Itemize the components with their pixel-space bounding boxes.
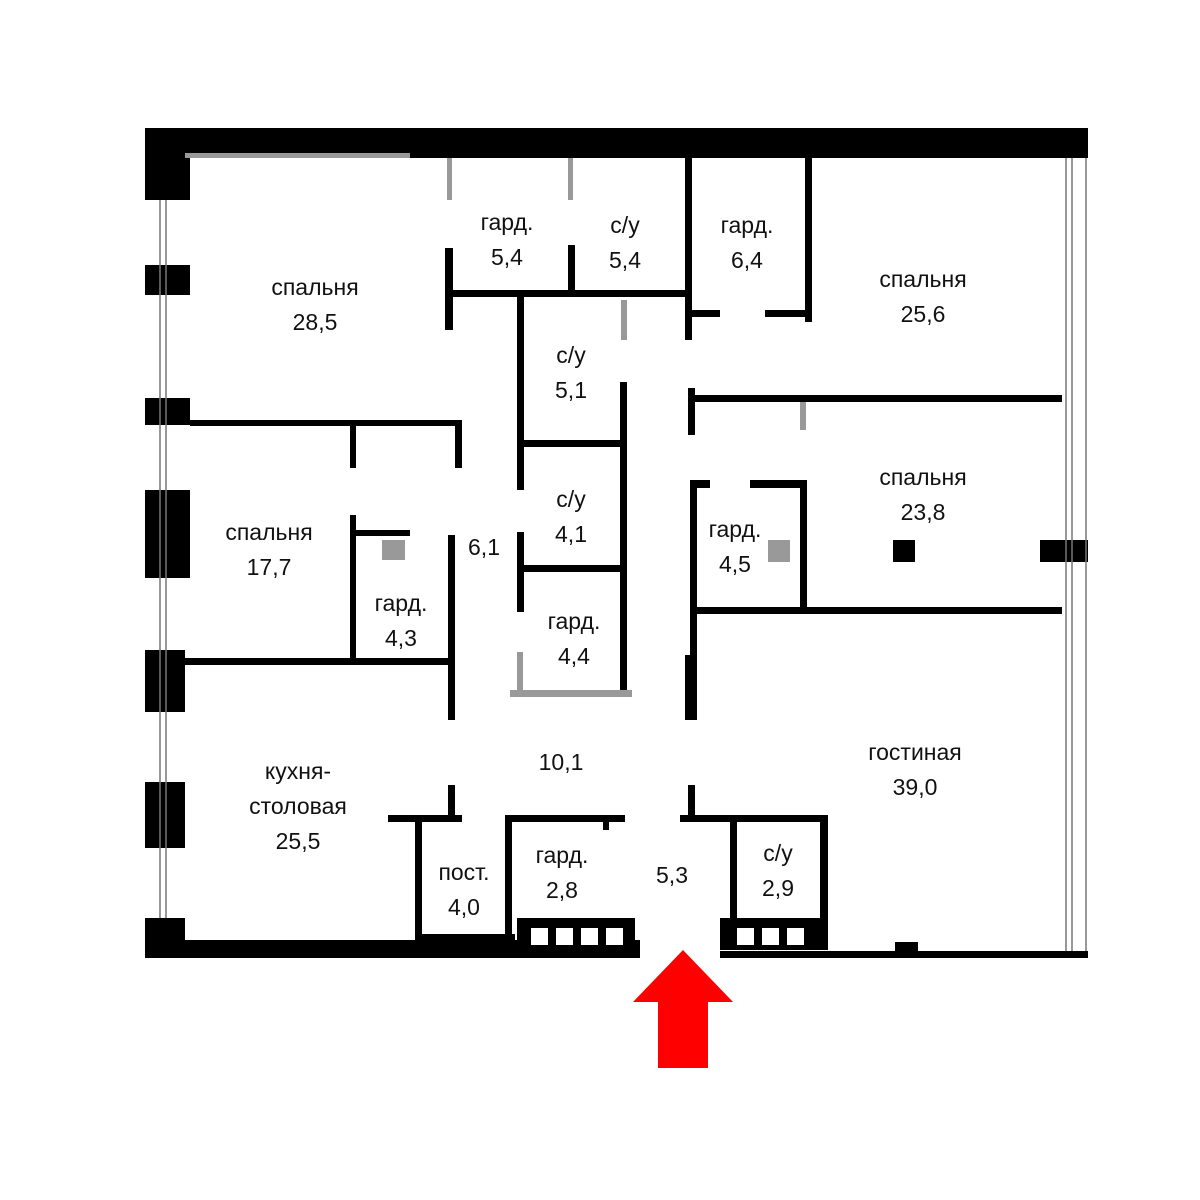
room-label: 5,3 (656, 862, 688, 888)
room-label: пост.4,0 (438, 859, 490, 920)
walls (145, 128, 1088, 958)
room-label: 10,1 (538, 749, 584, 775)
room-label: гард.2,8 (535, 842, 589, 903)
entrance-arrow-icon (633, 950, 733, 1068)
room-label: гард.4,3 (374, 590, 428, 651)
room-label: гард.5,4 (480, 209, 534, 270)
room-label: гард.6,4 (720, 212, 774, 273)
room-label: гард.4,5 (708, 516, 762, 577)
room-label: гард.4,4 (547, 608, 601, 669)
room-label: 6,1 (468, 534, 500, 560)
